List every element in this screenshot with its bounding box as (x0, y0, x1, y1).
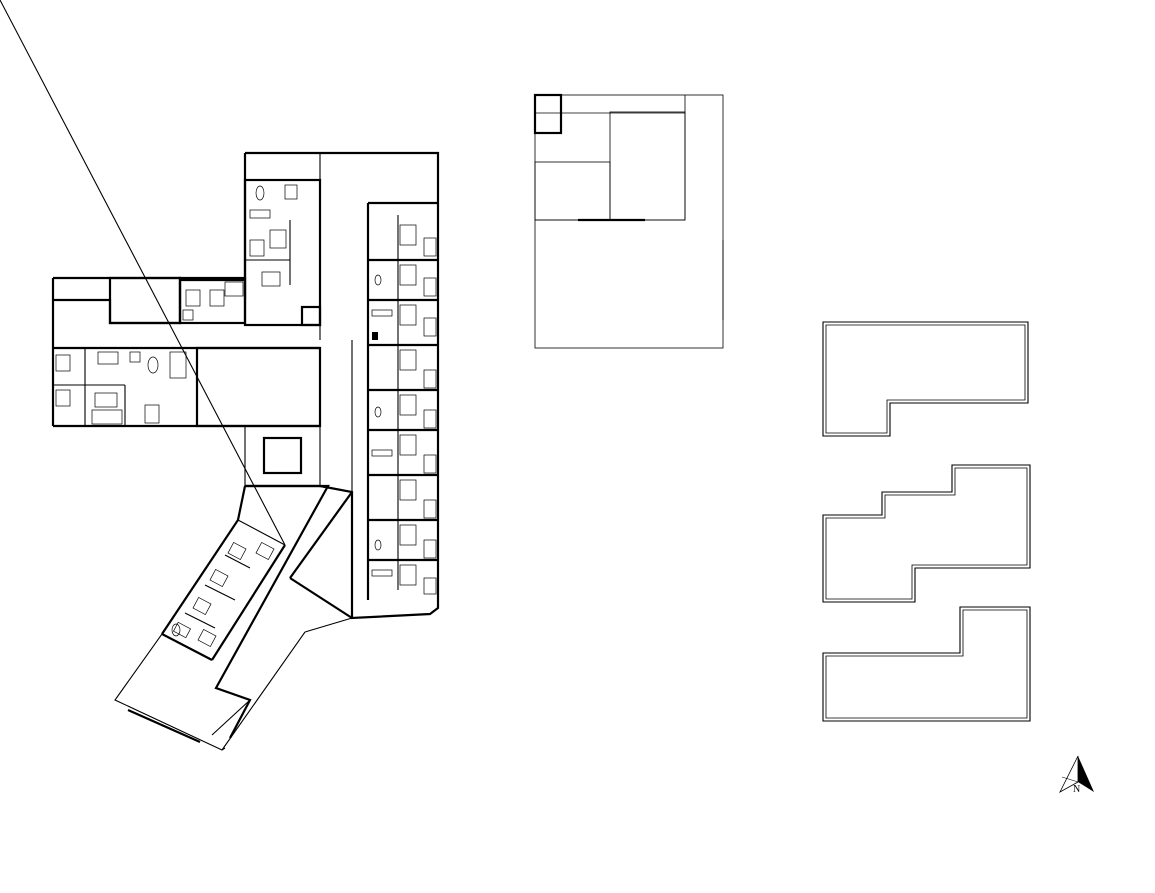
northeast-block (533, 93, 724, 349)
southwest-wing (0, 0, 353, 751)
north-arrow-icon: N (1059, 755, 1094, 795)
west-wing (51, 276, 322, 428)
north-annex (180, 178, 322, 327)
east-block-1 (822, 321, 1029, 437)
main-building (0, 0, 440, 751)
east-block-2 (822, 464, 1031, 603)
east-rooms (368, 215, 438, 595)
courtyard (244, 425, 321, 488)
east-wing (243, 151, 440, 620)
east-block-3 (822, 606, 1031, 722)
north-label: N (1073, 784, 1080, 795)
